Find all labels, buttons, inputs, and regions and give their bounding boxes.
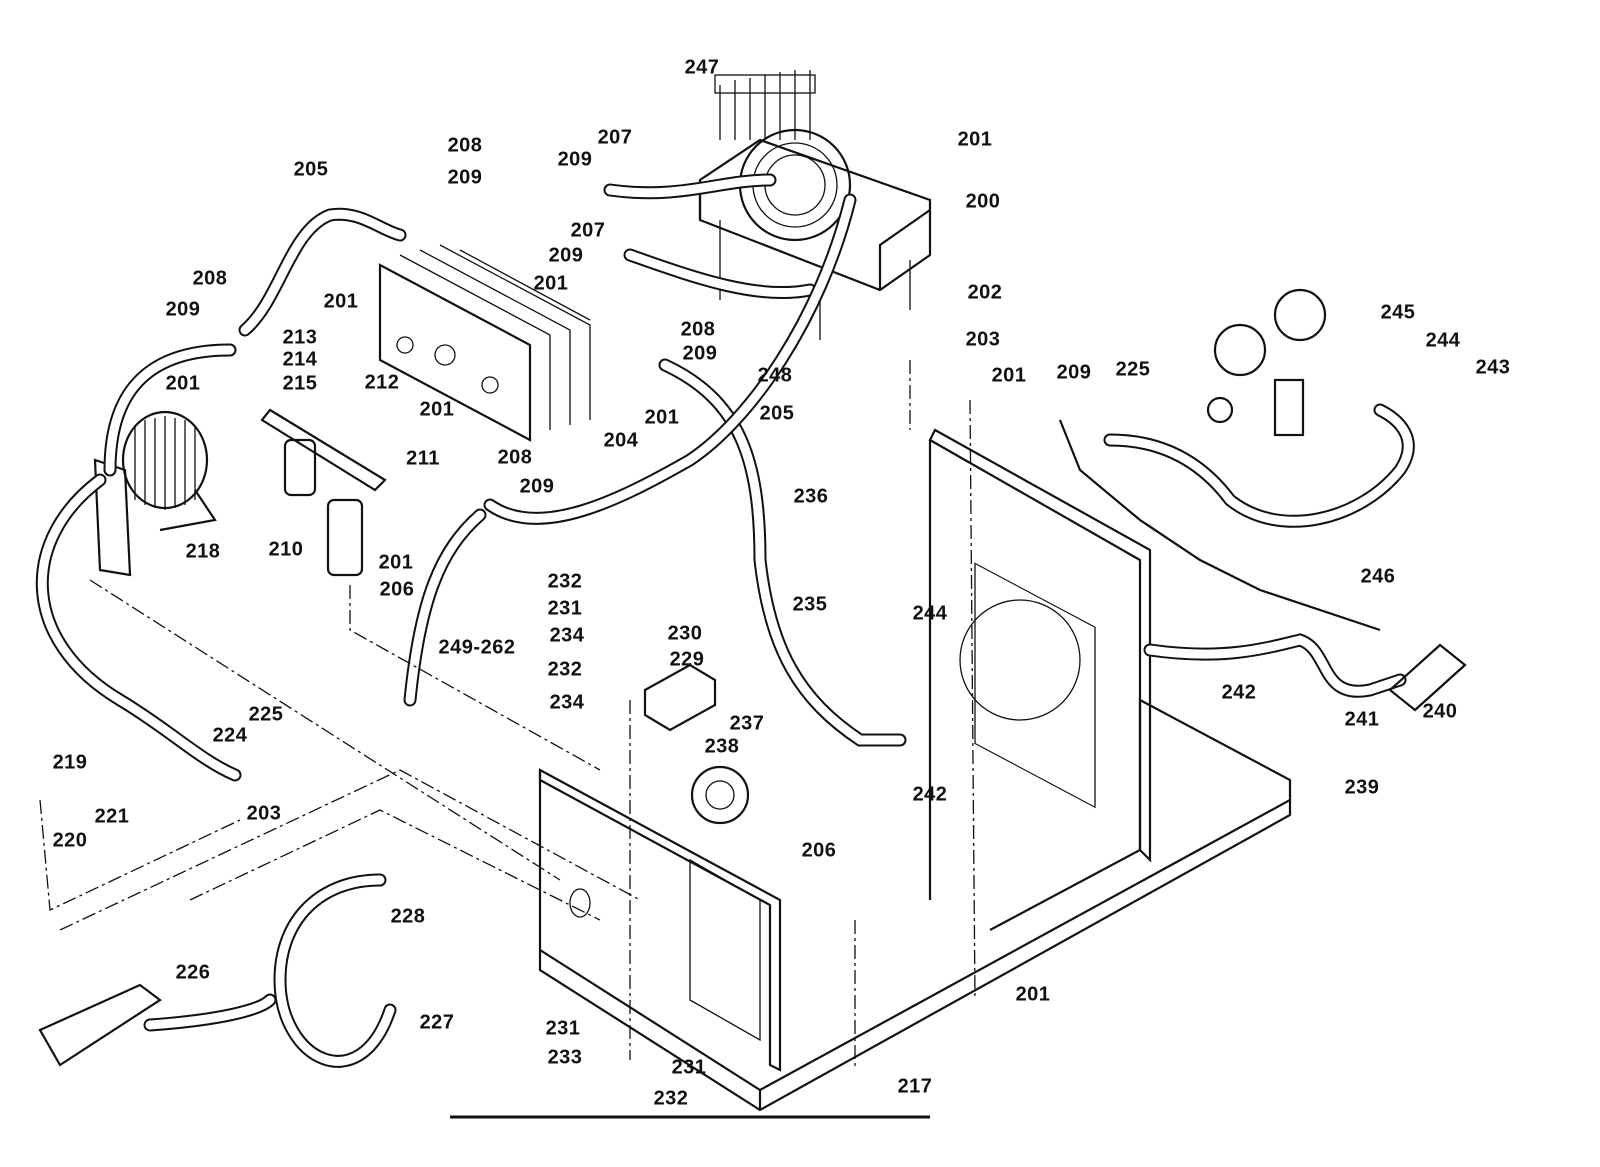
part-callout-204: 204 — [603, 429, 639, 452]
part-callout-232: 232 — [653, 1087, 689, 1110]
gas-hose-sleeve — [1058, 419, 1381, 632]
part-callout-220: 220 — [52, 829, 88, 852]
part-callout-201: 201 — [378, 551, 414, 574]
part-callout-246: 246 — [1360, 565, 1396, 588]
part-callout-206: 206 — [801, 839, 837, 862]
part-callout-231: 231 — [671, 1056, 707, 1079]
part-callout-233: 233 — [547, 1046, 583, 1069]
part-callout-232: 232 — [547, 658, 583, 681]
part-callout-201: 201 — [165, 372, 201, 395]
part-callout-225: 225 — [248, 703, 284, 726]
front-panel — [538, 768, 782, 1072]
part-callout-209: 209 — [165, 298, 201, 321]
part-callout-205: 205 — [293, 158, 329, 181]
part-callout-225: 225 — [1115, 358, 1151, 381]
part-callout-227: 227 — [419, 1011, 455, 1034]
part-callout-202: 202 — [967, 281, 1003, 304]
part-callout-201: 201 — [1015, 983, 1051, 1006]
part-callout-221: 221 — [94, 805, 130, 828]
part-callout-234: 234 — [549, 691, 585, 714]
part-callout-201: 201 — [323, 290, 359, 313]
part-callout-209: 209 — [519, 475, 555, 498]
part-callout-232: 232 — [547, 570, 583, 593]
part-callout-203: 203 — [965, 328, 1001, 351]
capacitors — [260, 408, 387, 577]
part-callout-236: 236 — [793, 485, 829, 508]
earth-clamp — [38, 983, 162, 1067]
part-callout-211: 211 — [406, 447, 440, 470]
part-callout-209: 209 — [557, 148, 593, 171]
part-callout-235: 235 — [792, 593, 828, 616]
part-callout-212: 212 — [364, 371, 400, 394]
part-callout-218: 218 — [185, 540, 221, 563]
part-callout-209: 209 — [682, 342, 718, 365]
part-callout-200: 200 — [965, 190, 1001, 213]
part-callout-229: 229 — [669, 648, 705, 671]
part-callout-206: 206 — [379, 578, 415, 601]
part-callout-209: 209 — [447, 166, 483, 189]
part-callout-249-262: 249-262 — [438, 636, 516, 659]
part-callout-242: 242 — [912, 783, 948, 806]
part-callout-239: 239 — [1344, 776, 1380, 799]
output-socket — [690, 765, 750, 825]
part-callout-230: 230 — [667, 622, 703, 645]
part-callout-234: 234 — [549, 624, 585, 647]
part-callout-228: 228 — [390, 905, 426, 928]
part-callout-201: 201 — [644, 406, 680, 429]
part-callout-208: 208 — [447, 134, 483, 157]
rear-panel — [928, 428, 1152, 900]
part-callout-231: 231 — [547, 597, 583, 620]
mains-plug — [1388, 643, 1467, 712]
part-callout-238: 238 — [704, 735, 740, 758]
part-callout-242: 242 — [1221, 681, 1257, 704]
part-callout-208: 208 — [680, 318, 716, 341]
part-callout-237: 237 — [729, 712, 765, 735]
part-callout-214: 214 — [282, 348, 318, 371]
part-callout-201: 201 — [419, 398, 455, 421]
part-callout-201: 201 — [991, 364, 1027, 387]
base-plate — [538, 698, 1292, 1112]
part-callout-248: 248 — [757, 364, 793, 387]
part-callout-245: 245 — [1380, 301, 1416, 324]
part-callout-217: 217 — [897, 1075, 933, 1098]
part-callout-231: 231 — [545, 1017, 581, 1040]
part-callout-205: 205 — [759, 402, 795, 425]
gas-regulator — [1206, 288, 1327, 437]
part-callout-224: 224 — [212, 724, 248, 747]
part-callout-219: 219 — [52, 751, 88, 774]
part-callout-210: 210 — [268, 538, 304, 561]
part-callout-226: 226 — [175, 961, 211, 984]
part-callout-207: 207 — [570, 219, 606, 242]
part-callout-213: 213 — [282, 326, 318, 349]
part-callout-203: 203 — [246, 802, 282, 825]
part-callout-244: 244 — [1425, 329, 1461, 352]
part-callout-247: 247 — [684, 56, 720, 79]
part-callout-208: 208 — [192, 267, 228, 290]
part-callout-241: 241 — [1344, 708, 1380, 731]
terminal-block — [643, 663, 717, 732]
part-callout-244: 244 — [912, 602, 948, 625]
part-callout-201: 201 — [533, 272, 569, 295]
part-callout-207: 207 — [597, 126, 633, 149]
assembly-lines — [39, 360, 976, 1070]
part-callout-215: 215 — [282, 372, 318, 395]
part-callout-208: 208 — [497, 446, 533, 469]
part-callout-243: 243 — [1475, 356, 1511, 379]
part-callout-240: 240 — [1422, 700, 1458, 723]
cables — [35, 173, 1415, 1068]
part-callout-209: 209 — [1056, 361, 1092, 384]
rectifier-heatsink — [378, 244, 591, 442]
part-callout-209: 209 — [548, 244, 584, 267]
part-callout-201: 201 — [957, 128, 993, 151]
